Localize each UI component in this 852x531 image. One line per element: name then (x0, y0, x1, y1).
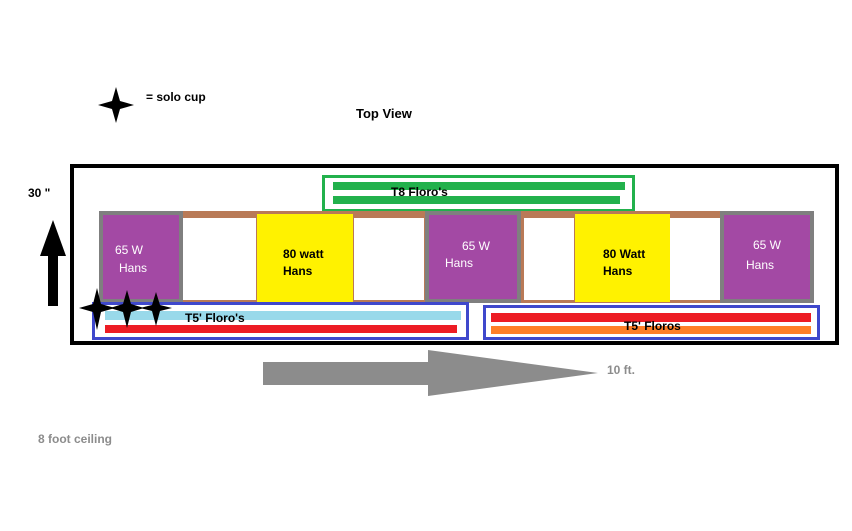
length-arrow-icon (263, 350, 598, 396)
t5-left-bar-blue (105, 311, 461, 320)
t5-right-fixture: T5' Floros (483, 305, 820, 340)
t5-left-label: T5' Floro's (185, 311, 245, 325)
t5-right-bar-red (491, 313, 811, 322)
solo-cup-star-icon (79, 288, 115, 330)
plant-label-line2: Hans (445, 256, 474, 270)
plant-cell: 65 W Hans (425, 211, 521, 303)
plant-label-line2: Hans (603, 264, 633, 278)
shelf-gap (670, 218, 720, 300)
t8-fixture: T8 Floro's (322, 175, 635, 212)
shelf-gap (182, 218, 256, 300)
plant-label-line1: 65 W (753, 238, 782, 252)
shelf-gap (524, 218, 574, 300)
height-arrow-icon (40, 220, 66, 306)
ceiling-note: 8 foot ceiling (38, 432, 113, 446)
grow-room-frame (70, 164, 839, 345)
solo-cup-star-icon (140, 292, 172, 326)
t5-left-bar-red (105, 325, 457, 333)
shelf-gap (354, 218, 424, 300)
solo-cup-star-icon (98, 87, 134, 123)
t8-label: T8 Floro's (391, 185, 448, 199)
t8-bar-bottom (333, 196, 620, 204)
t5-right-label: T5' Floros (624, 319, 681, 333)
plant-cell: 65 W Hans (720, 211, 814, 303)
legend-label: = solo cup (146, 90, 206, 104)
plant-label-line1: 65 W (462, 239, 491, 253)
t8-bar-top (333, 182, 625, 190)
plant-cell: 80 Watt Hans (575, 214, 670, 302)
length-label: 10 ft. (607, 363, 636, 377)
legend: = solo cup (96, 86, 236, 123)
plant-label-line2: Hans (746, 258, 775, 272)
plant-cell: 80 watt Hans (257, 214, 353, 302)
diagram-title: Top View (356, 106, 412, 121)
t5-right-bar-orange (491, 326, 811, 334)
plant-label-line2: Hans (283, 264, 313, 278)
solo-cup-star-icon (110, 290, 144, 328)
plant-label-line1: 80 watt (283, 247, 324, 261)
plant-label-line2: Hans (119, 261, 148, 275)
height-label: 30 " (28, 186, 51, 200)
plant-label-line1: 80 Watt (603, 247, 646, 261)
plant-label-line1: 65 W (115, 243, 144, 257)
solo-cup-row (79, 288, 172, 330)
plant-cell: 65 W Hans (99, 211, 183, 303)
